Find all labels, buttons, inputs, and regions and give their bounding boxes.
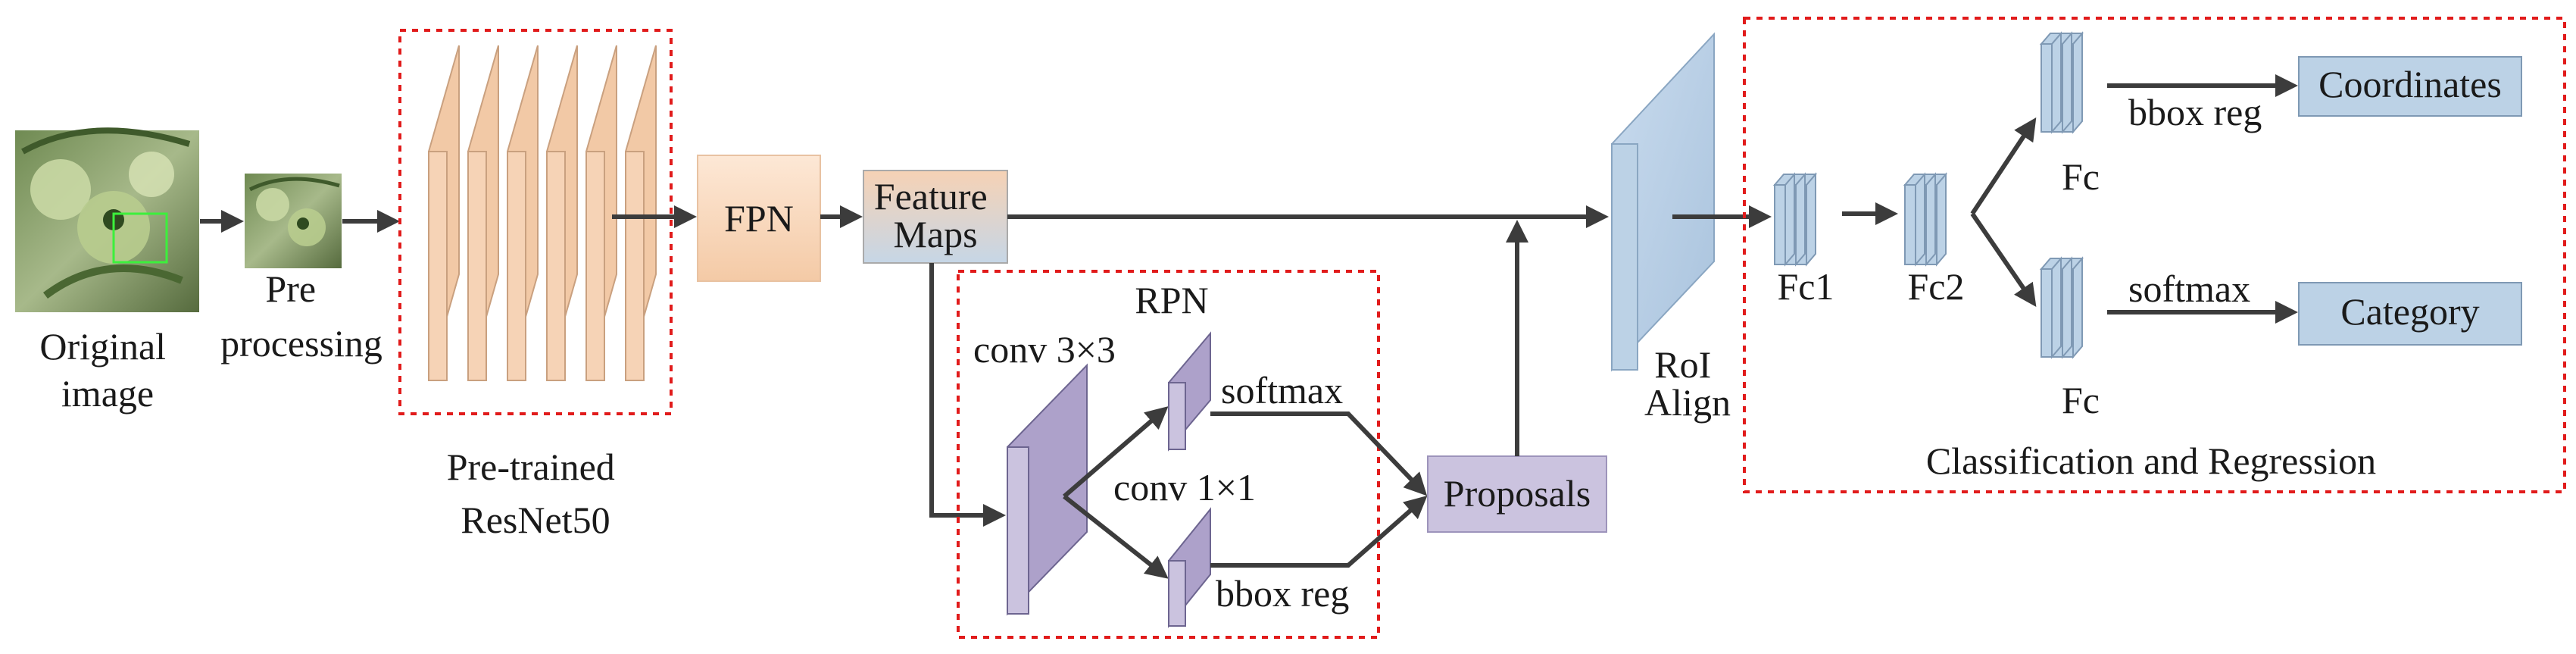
resnet-layer	[585, 45, 617, 381]
fc-layer	[2039, 256, 2063, 359]
feature-maps-box	[863, 170, 1008, 264]
rpn-conv3-block	[1007, 363, 1088, 616]
pretrained-resnet-label: Pre-trained ResNet50	[447, 446, 625, 541]
fc-layer	[1903, 172, 1927, 267]
roi-align-label: RoI Align	[1644, 343, 1731, 424]
rpn-conv1-bbox-block	[1168, 507, 1211, 628]
fc2-stack	[1903, 172, 1948, 267]
head-bbox-reg-label: bbox reg	[2128, 91, 2262, 133]
resnet-layer	[428, 45, 460, 381]
resnet-layer	[467, 45, 499, 381]
category-box	[2298, 282, 2522, 346]
head-dashed-box	[1743, 17, 2566, 493]
proposals-label: Proposals	[1444, 472, 1591, 515]
conv1-label: conv 1×1	[1113, 466, 1256, 508]
coordinates-box	[2298, 56, 2522, 117]
rpn-conv1-softmax-block	[1168, 331, 1211, 452]
conv3-label: conv 3×3	[973, 328, 1116, 371]
preprocessed-image	[245, 174, 342, 268]
rpn-dashed-box	[957, 270, 1380, 639]
classification-regression-label: Classification and Regression	[1926, 440, 2376, 482]
resnet-layer	[546, 45, 578, 381]
fc-bottom-label: Fc	[2062, 379, 2100, 421]
fc2-label: Fc2	[1908, 265, 1965, 308]
fc-layer	[1772, 172, 1797, 267]
head-softmax-label: softmax	[2128, 268, 2250, 310]
rpn-softmax-label: softmax	[1221, 369, 1343, 411]
pre-processing-label: Pre processing	[220, 268, 382, 365]
fc-top-label: Fc	[2062, 155, 2100, 198]
fpn-label: FPN	[724, 197, 794, 239]
rpn-label: RPN	[1135, 279, 1208, 321]
feature-maps-label: Feature Maps	[874, 175, 997, 255]
fc1-label: Fc1	[1778, 265, 1834, 308]
original-image-label: Original image	[39, 325, 175, 415]
category-label: Category	[2340, 290, 2479, 333]
rpn-bbox-reg-label: bbox reg	[1216, 572, 1349, 615]
proposals-box	[1427, 455, 1607, 533]
original-image	[15, 127, 199, 312]
resnet-layer-stack	[428, 45, 657, 381]
resnet-layer	[507, 45, 539, 381]
roi-align-block	[1611, 32, 1715, 372]
fc-layer	[2039, 31, 2063, 134]
fc-top-stack	[2039, 31, 2084, 134]
coordinates-label: Coordinates	[2318, 63, 2502, 105]
fc1-stack	[1772, 172, 1818, 267]
resnet-dashed-box	[398, 29, 673, 415]
fc-bottom-stack	[2039, 256, 2084, 359]
resnet-layer	[625, 45, 657, 381]
